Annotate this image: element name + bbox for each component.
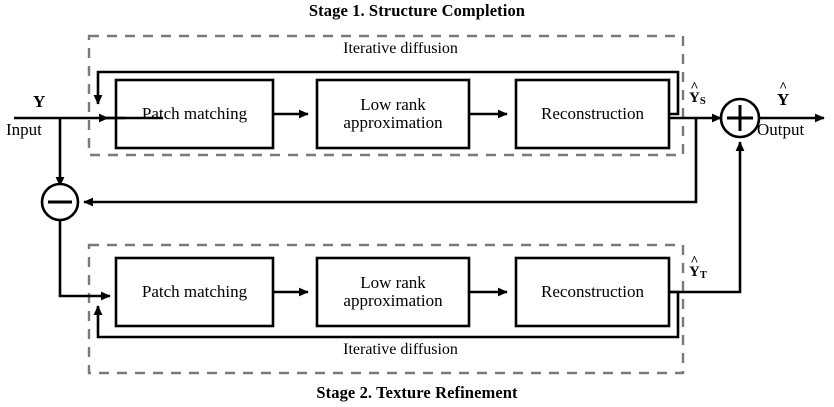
structure-feedback-to-subtract [83, 118, 698, 207]
stage-2-loop-label: Iterative diffusion [343, 341, 458, 358]
stage-1-low-rank-text-line2: approximation [343, 113, 443, 132]
stage-2-reconstruction-text: Reconstruction [541, 281, 644, 301]
stage-2-low-rank-box [315, 256, 471, 328]
output-caption: Output [757, 120, 805, 139]
final-output-signal: ^ Y [777, 81, 790, 110]
stage-2-output-to-sum [669, 141, 745, 294]
stage-2-low-rank-label[interactable]: Low rank approximation [317, 258, 469, 326]
stage-1-low-rank-box [315, 78, 471, 150]
stage-1-reconstruction-text: Reconstruction [541, 103, 644, 123]
input-branch-down-to-stage2 [58, 218, 104, 298]
structure-output-base: Y [689, 90, 700, 106]
final-output-base: Y [777, 90, 790, 109]
stage-1-dashed-border [87, 34, 685, 157]
stage-1-patch-matching-text: Patch matching [141, 103, 248, 123]
stage-2-patch-matching-label[interactable]: Patch matching [116, 258, 273, 326]
stage-1-patch-matching-label[interactable]: Patch matching [116, 80, 273, 148]
texture-output-base: Y [689, 264, 700, 280]
input-signal-symbol: Y [33, 92, 45, 112]
stage-1-title: Stage 1. Structure Completion [308, 1, 526, 20]
texture-output-signal: ^ Y T [689, 255, 707, 281]
structure-output-subscript: S [699, 96, 706, 107]
input-caption: Input [6, 120, 42, 139]
stage-2-patch-matching-text: Patch matching [141, 281, 248, 301]
structure-output-signal: ^ Y S [689, 81, 706, 107]
structure-output-hat-icon: ^ [690, 80, 699, 96]
stage-2-low-rank-text-line1: Low rank [360, 272, 426, 292]
stage-2-low-rank-text-line2: approximation [343, 291, 443, 310]
stage-1-reconstruction-label[interactable]: Reconstruction [516, 80, 669, 148]
stage-1-loop-label: Iterative diffusion [343, 40, 458, 57]
stage-2-reconstruction-box [514, 256, 671, 328]
texture-output-hat-icon: ^ [690, 254, 699, 270]
stage-2-title: Stage 2. Texture Refinement [316, 383, 518, 402]
input-signal-base: Y [33, 92, 46, 111]
final-output-hat-icon: ^ [779, 80, 788, 96]
stage-1-low-rank-label[interactable]: Low rank approximation [317, 80, 469, 148]
texture-output-subscript: T [699, 270, 707, 281]
stage-1-feedback-path [93, 70, 680, 116]
stage-1-low-rank-text-line1: Low rank [360, 94, 426, 114]
stage-2-dashed-border [87, 243, 685, 375]
stage-2-reconstruction-label[interactable]: Reconstruction [516, 258, 669, 326]
